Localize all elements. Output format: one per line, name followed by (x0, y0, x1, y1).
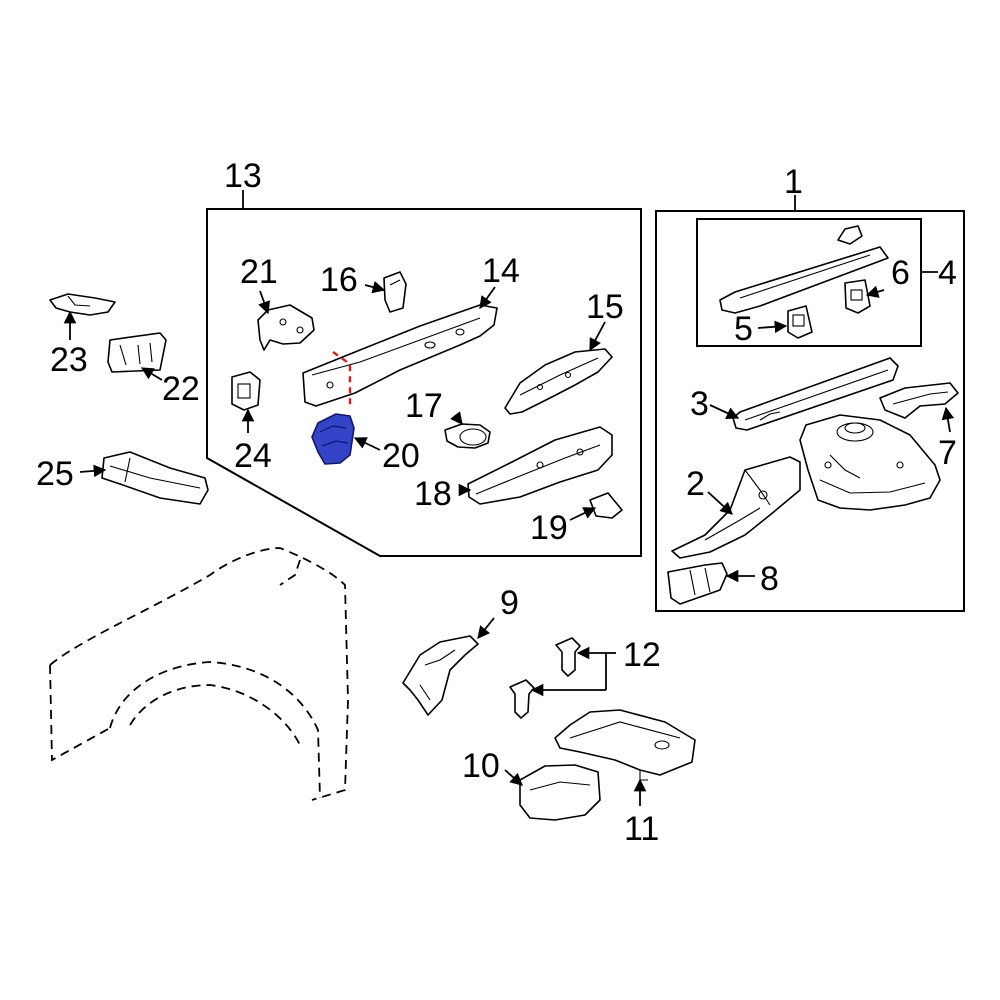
callout-13[interactable]: 13 (224, 157, 262, 195)
part-16-small-bracket[interactable] (383, 271, 407, 313)
callout-11[interactable]: 11 (624, 810, 659, 848)
callout-3[interactable]: 3 (690, 385, 709, 423)
part-15-extension[interactable] (504, 348, 613, 415)
callout-labels: 1 2 3 4 5 6 7 8 9 10 11 12 13 14 15 16 1… (36, 157, 957, 848)
callout-5[interactable]: 5 (734, 310, 753, 348)
part-21-bracket[interactable] (257, 304, 315, 351)
callout-2[interactable]: 2 (686, 465, 705, 503)
callout-17[interactable]: 17 (405, 387, 443, 425)
callout-1[interactable]: 1 (784, 163, 803, 201)
group-1-frame (655, 210, 965, 612)
part-8-extension[interactable] (667, 562, 728, 605)
callout-15[interactable]: 15 (586, 288, 624, 326)
part-25-member[interactable] (101, 451, 209, 505)
part-18-lower-member[interactable] (467, 426, 613, 505)
callout-7[interactable]: 7 (938, 434, 957, 472)
callout-12[interactable]: 12 (623, 636, 661, 674)
part-12-clip-lower[interactable] (509, 679, 535, 719)
fender-outline (49, 547, 349, 801)
callout-4[interactable]: 4 (938, 254, 957, 292)
callout-23[interactable]: 23 (50, 341, 88, 379)
part-4-rail-reinforcement[interactable] (719, 225, 889, 314)
part-6-bracket[interactable] (844, 279, 871, 314)
callout-18[interactable]: 18 (414, 475, 452, 513)
part-5-bracket[interactable] (787, 305, 813, 339)
callout-19[interactable]: 19 (530, 509, 568, 547)
part-19-plate[interactable] (589, 492, 623, 519)
group-13-frame (206, 208, 642, 557)
part-12-clip-upper[interactable] (555, 637, 581, 677)
part-22-bracket[interactable] (107, 332, 167, 373)
callout-8[interactable]: 8 (760, 560, 779, 598)
callout-14[interactable]: 14 (482, 252, 520, 290)
callout-24[interactable]: 24 (234, 437, 272, 475)
leader-arrows (63, 281, 955, 806)
part-24-bracket[interactable] (231, 371, 261, 411)
callout-9[interactable]: 9 (500, 584, 519, 622)
callout-16[interactable]: 16 (320, 261, 358, 299)
group-4-subframe (696, 218, 922, 347)
callout-20[interactable]: 20 (382, 437, 420, 475)
part-14-side-member[interactable] (302, 304, 498, 407)
part-23-bracket[interactable] (49, 293, 116, 316)
callout-22[interactable]: 22 (162, 370, 200, 408)
callout-21[interactable]: 21 (240, 253, 278, 291)
part-10-shield-piece[interactable] (519, 764, 601, 821)
callout-6[interactable]: 6 (891, 254, 910, 292)
part-17-cap[interactable] (444, 423, 491, 449)
part-3-upper-rail[interactable] (732, 357, 899, 431)
front-apron-strut-tower[interactable] (799, 414, 941, 511)
part-9-shield[interactable] (402, 635, 479, 716)
part-7-apron-bracket[interactable] (879, 382, 959, 419)
part-20-highlighted[interactable] (311, 413, 355, 465)
callout-25[interactable]: 25 (36, 455, 74, 493)
callout-10[interactable]: 10 (462, 747, 500, 785)
